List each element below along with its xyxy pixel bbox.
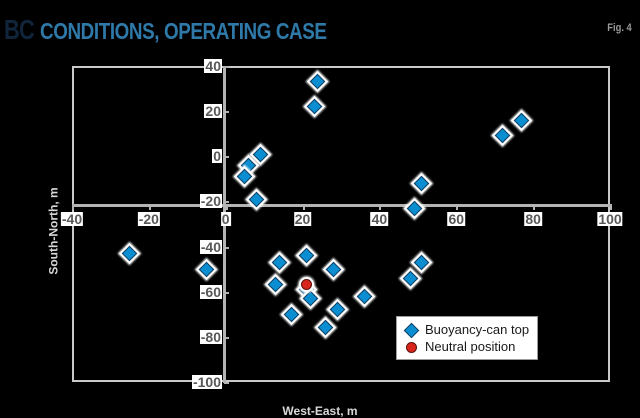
data-point-buoyancy-can xyxy=(298,247,315,264)
diamond-marker-icon xyxy=(310,74,326,90)
data-point-buoyancy-can xyxy=(513,112,530,128)
data-point-buoyancy-can xyxy=(252,146,269,162)
y-tick xyxy=(224,291,229,294)
y-tick xyxy=(224,111,229,114)
y-tick xyxy=(224,336,229,339)
x-tick xyxy=(72,205,74,210)
data-point-buoyancy-can xyxy=(306,98,322,115)
diamond-marker-icon xyxy=(267,277,284,293)
data-point-buoyancy-can xyxy=(302,290,319,307)
diamond-marker-icon xyxy=(513,112,530,128)
diamond-marker-icon xyxy=(306,98,322,115)
legend-item: Neutral position xyxy=(403,338,529,355)
x-tick-label: -20 xyxy=(137,211,160,227)
data-point-buoyancy-can xyxy=(271,254,288,271)
diamond-marker-icon xyxy=(413,175,430,192)
diamond-marker-icon xyxy=(302,290,319,307)
data-point-buoyancy-can xyxy=(494,128,511,144)
legend-diamond-icon xyxy=(403,322,420,338)
legend-item: Buoyancy-can top xyxy=(403,321,529,338)
diamond-marker-icon xyxy=(198,261,215,277)
data-point-buoyancy-can xyxy=(121,245,138,262)
y-tick-label: 40 xyxy=(204,58,222,74)
title-rest: CONDITIONS, OPERATING CASE xyxy=(40,18,328,44)
figure-label: Fig. 4 xyxy=(607,22,632,34)
data-point-buoyancy-can xyxy=(198,261,215,277)
diamond-marker-icon xyxy=(413,254,430,271)
y-tick xyxy=(224,201,229,204)
diamond-marker-icon xyxy=(298,247,315,264)
data-point-buoyancy-can xyxy=(317,320,334,336)
y-axis-title: South-North, m xyxy=(46,187,61,275)
diamond-marker-icon xyxy=(248,191,265,207)
legend-label: Neutral position xyxy=(425,339,516,354)
diamond-marker-icon xyxy=(317,320,334,336)
data-point-buoyancy-can xyxy=(402,270,418,286)
y-tick-label: -60 xyxy=(199,283,222,300)
diamond-marker-icon xyxy=(494,128,511,144)
x-tick-label: 80 xyxy=(524,211,542,227)
y-tick xyxy=(224,66,229,68)
diamond-marker-icon xyxy=(121,245,138,262)
data-point-buoyancy-can xyxy=(310,74,326,90)
diamond-marker-icon xyxy=(325,261,342,277)
x-tick xyxy=(533,205,536,210)
data-point-buoyancy-can xyxy=(356,288,372,304)
x-tick xyxy=(379,205,382,210)
data-point-buoyancy-can xyxy=(267,277,284,293)
x-axis-title: West-East, m xyxy=(282,404,358,418)
y-tick-label: -80 xyxy=(199,328,222,345)
x-tick-label: 20 xyxy=(293,211,312,227)
circle-marker-icon xyxy=(300,279,312,291)
x-tick-label: 60 xyxy=(447,211,466,227)
data-point-buoyancy-can xyxy=(329,301,345,318)
y-tick-label: -20 xyxy=(199,193,222,210)
x-tick xyxy=(225,205,228,210)
data-point-buoyancy-can xyxy=(413,254,430,271)
data-point-buoyancy-can xyxy=(406,200,422,216)
chart-header: BC CONDITIONS, OPERATING CASE Fig. 4 xyxy=(0,14,640,48)
data-point-buoyancy-can xyxy=(325,261,342,277)
data-point-buoyancy-can xyxy=(413,175,430,192)
y-tick-label: -40 xyxy=(199,238,222,255)
x-tick xyxy=(148,205,151,210)
x-tick xyxy=(302,205,305,210)
y-tick xyxy=(224,156,229,159)
page-title: BC CONDITIONS, OPERATING CASE xyxy=(4,14,390,46)
y-tick-label: -100 xyxy=(191,374,222,390)
diamond-marker-icon xyxy=(406,200,422,216)
x-tick-label: 40 xyxy=(370,211,389,227)
legend-label: Buoyancy-can top xyxy=(425,322,530,337)
y-tick xyxy=(224,382,229,384)
diamond-marker-icon xyxy=(402,270,418,286)
x-tick-label: 0 xyxy=(220,211,231,227)
diamond-marker-icon xyxy=(356,288,372,304)
diamond-marker-icon xyxy=(329,301,345,318)
legend-circle-icon xyxy=(403,340,419,354)
title-lead: BC xyxy=(4,14,35,45)
data-point-neutral xyxy=(300,278,313,291)
data-point-buoyancy-can xyxy=(248,191,265,207)
x-tick-label: -40 xyxy=(60,211,84,227)
data-point-buoyancy-can xyxy=(283,306,299,323)
x-axis-line xyxy=(72,204,612,207)
x-tick-label: 100 xyxy=(597,211,623,227)
x-tick xyxy=(610,205,612,210)
y-tick xyxy=(224,246,229,249)
diamond-marker-icon xyxy=(237,168,253,185)
x-tick xyxy=(456,205,459,210)
y-tick-label: 20 xyxy=(204,103,222,120)
diamond-marker-icon xyxy=(271,254,288,271)
y-tick-label: 0 xyxy=(212,148,222,165)
data-point-buoyancy-can xyxy=(237,168,253,185)
diamond-marker-icon xyxy=(283,306,299,323)
